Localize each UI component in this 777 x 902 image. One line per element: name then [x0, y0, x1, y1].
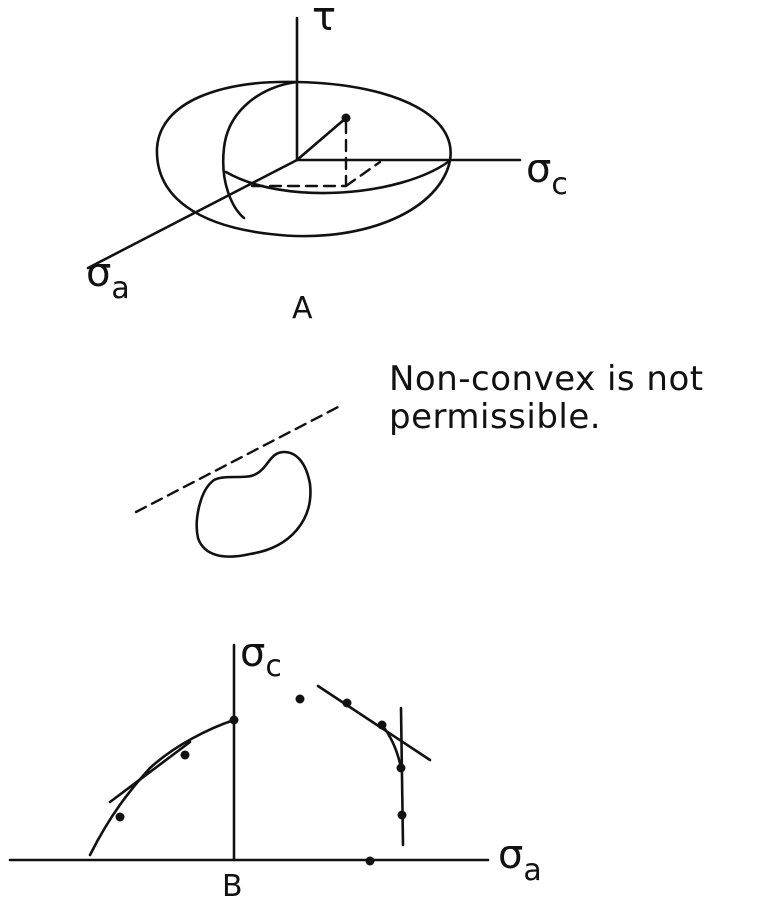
outer-yield-surface — [155, 80, 452, 238]
axis-point — [365, 856, 375, 866]
right-tangent — [316, 684, 432, 762]
right-point-4 — [397, 810, 407, 820]
sigma-c-subscript-b: c — [265, 649, 282, 684]
nonconvex-shape — [195, 450, 312, 558]
sigma-a-symbol-b: σ — [498, 832, 523, 878]
right-vertical-line — [399, 706, 405, 847]
left-curve — [88, 718, 236, 857]
sigma-c-symbol-b: σ — [240, 630, 265, 676]
projection-diagonal — [344, 160, 382, 188]
sigma-a-axis — [86, 158, 299, 270]
inner-section-curve — [221, 80, 299, 220]
nonconvex-note-line1: Non-convex is not — [389, 359, 704, 399]
figure-a: τ σc σa A — [86, 0, 568, 326]
right-point-3 — [396, 763, 406, 773]
figure-b-label: B — [222, 869, 243, 902]
sigma-a-symbol: σ — [86, 250, 111, 296]
sigma-c-label-a: σc — [526, 146, 568, 202]
isolated-point — [295, 694, 305, 704]
nonconvex-note-line2: permissible. — [389, 397, 601, 437]
inner-section-curve-lower — [224, 160, 450, 195]
sigma-a-subscript-b: a — [523, 853, 541, 888]
left-point-1 — [115, 812, 125, 822]
sigma-c-subscript: c — [551, 167, 568, 202]
sigma-a-subscript: a — [111, 271, 129, 306]
right-point-1 — [342, 698, 352, 708]
figure-a-label: A — [292, 291, 313, 326]
sigma-a-label-b: σa — [498, 832, 542, 888]
sigma-c-label-b: σc — [240, 630, 282, 684]
stress-point — [341, 113, 351, 123]
figure-b: σc σa B — [8, 630, 542, 902]
left-point-2 — [180, 750, 190, 760]
tau-label: τ — [312, 0, 336, 40]
stress-vector — [295, 116, 348, 162]
sigma-c-symbol: σ — [526, 146, 551, 192]
nonconvex-example: Non-convex is not permissible. — [134, 359, 704, 558]
left-tangent — [108, 740, 192, 804]
left-point-3 — [229, 715, 239, 725]
sigma-a-label-a: σa — [86, 250, 130, 306]
right-corner-curve — [380, 723, 403, 770]
supporting-line — [134, 404, 342, 514]
